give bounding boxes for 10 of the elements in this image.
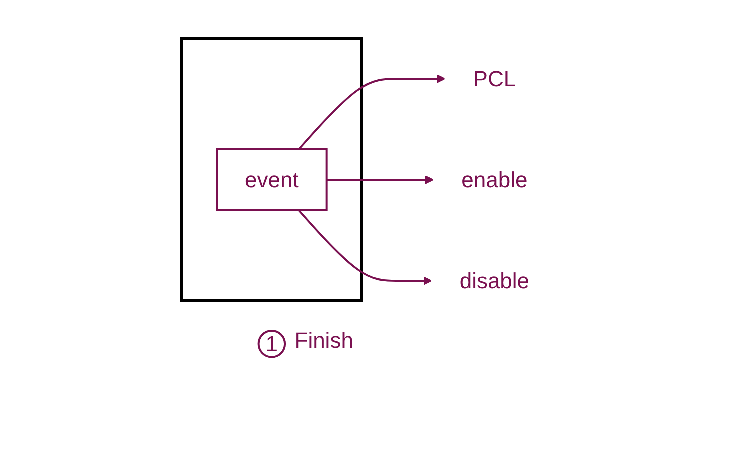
- node-caption: Finish: [294, 328, 354, 354]
- cluster: [180, 38, 364, 303]
- node-circle: 1: [258, 330, 286, 358]
- arrow: [298, 74, 446, 150]
- node-box: event: [216, 148, 328, 212]
- node-text: disable: [460, 268, 530, 294]
- node-text: enable: [461, 168, 528, 193]
- arrow: [298, 210, 432, 286]
- arrow: [326, 176, 434, 185]
- node-text: PCL: [473, 66, 516, 92]
